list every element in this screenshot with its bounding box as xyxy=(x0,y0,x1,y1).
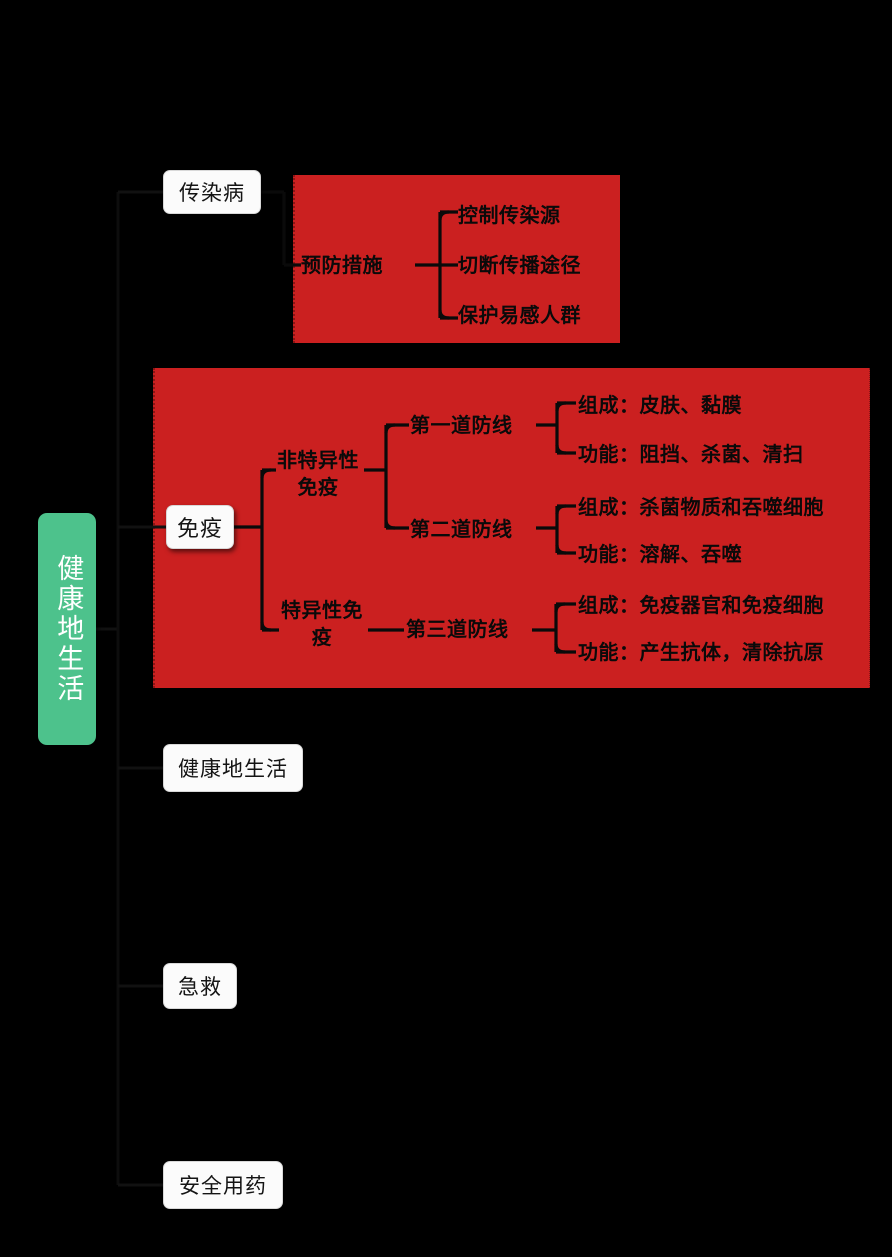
highlight-panel-infectious-disease xyxy=(293,175,620,343)
branch-node-safe-medication-label: 安全用药 xyxy=(179,1174,267,1198)
node-second-defense-line[interactable]: 第二道防线 xyxy=(410,517,513,541)
node-third-defense-line[interactable]: 第三道防线 xyxy=(406,617,509,641)
branch-node-infectious-disease-label: 传染病 xyxy=(179,181,245,205)
node-prevention-measures[interactable]: 预防措施 xyxy=(301,253,383,277)
branch-node-first-aid-label: 急救 xyxy=(178,975,222,999)
node-control-source[interactable]: 控制传染源 xyxy=(458,203,561,227)
branch-node-infectious-disease[interactable]: 传染病 xyxy=(163,170,261,214)
branch-node-first-aid[interactable]: 急救 xyxy=(163,963,237,1009)
root-node-label: 健康地生活 xyxy=(52,554,84,704)
node-protect-susceptible-population[interactable]: 保护易感人群 xyxy=(458,303,581,327)
branch-node-healthy-living-label: 健康地生活 xyxy=(178,757,288,781)
node-second-line-function[interactable]: 功能：溶解、吞噬 xyxy=(578,542,742,566)
node-cut-transmission-route[interactable]: 切断传播途径 xyxy=(458,253,581,277)
highlight-panel-immunity xyxy=(153,368,870,688)
node-specific-immunity[interactable]: 特异性免疫 xyxy=(281,598,363,649)
node-first-defense-line[interactable]: 第一道防线 xyxy=(410,413,513,437)
node-third-line-composition[interactable]: 组成：免疫器官和免疫细胞 xyxy=(578,593,824,617)
branch-node-healthy-living[interactable]: 健康地生活 xyxy=(163,744,303,792)
branch-node-immunity[interactable]: 免疫 xyxy=(166,505,234,549)
node-second-line-composition[interactable]: 组成：杀菌物质和吞噬细胞 xyxy=(578,495,824,519)
branch-node-safe-medication[interactable]: 安全用药 xyxy=(163,1161,283,1209)
branch-node-immunity-label: 免疫 xyxy=(176,517,223,542)
node-third-line-function[interactable]: 功能：产生抗体，清除抗原 xyxy=(578,640,824,664)
node-nonspecific-immunity[interactable]: 非特异性免疫 xyxy=(277,448,359,499)
root-node-healthy-living[interactable]: 健康地生活 xyxy=(38,513,96,745)
node-first-line-composition[interactable]: 组成：皮肤、黏膜 xyxy=(578,393,742,417)
node-first-line-function[interactable]: 功能：阻挡、杀菌、清扫 xyxy=(578,442,804,466)
